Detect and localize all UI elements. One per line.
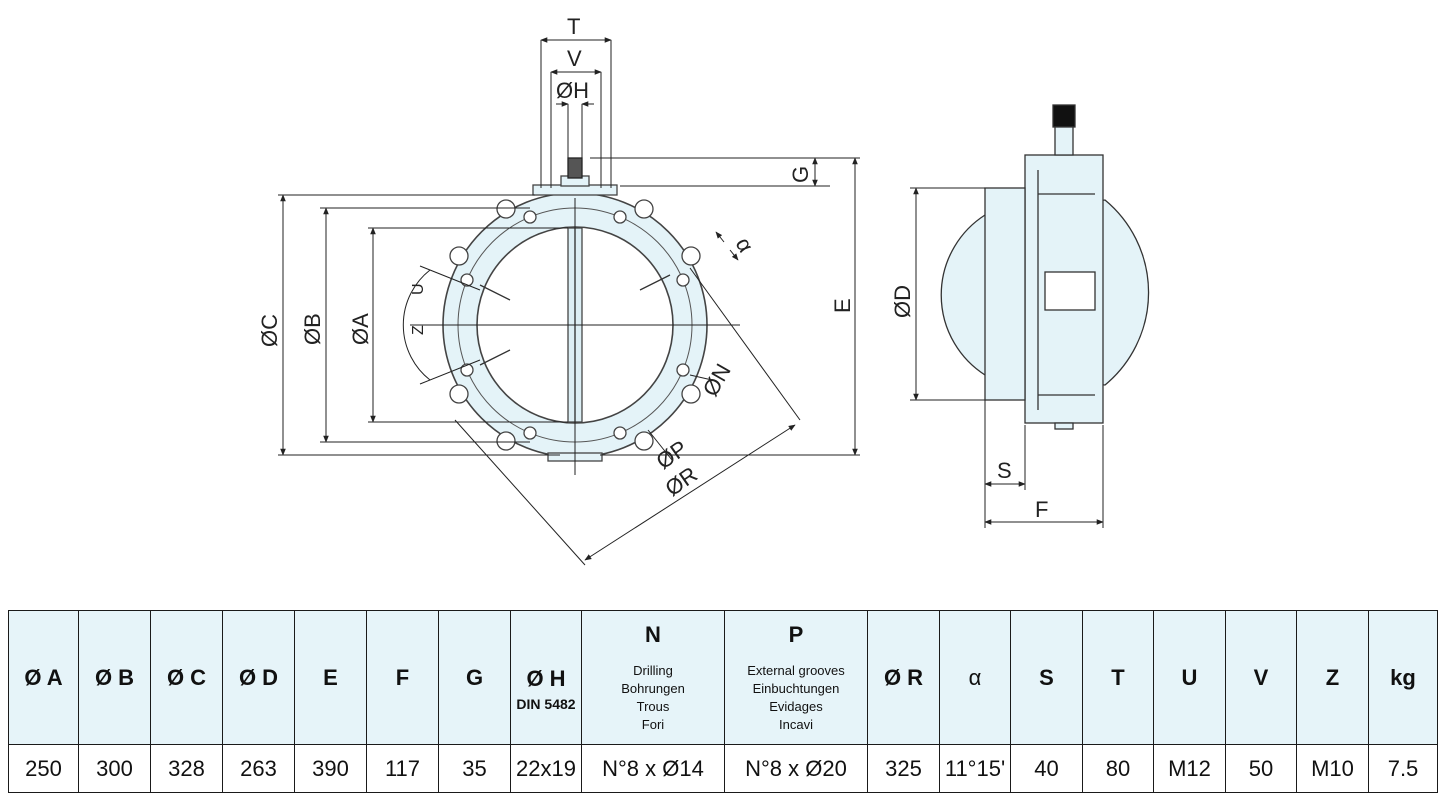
label-C: ØC xyxy=(257,314,282,347)
label-D: ØD xyxy=(890,285,915,318)
cell-A: 250 xyxy=(8,744,79,793)
header-B: Ø B xyxy=(78,610,151,745)
cell-R: 325 xyxy=(867,744,940,793)
valve-technical-drawing: T V ØH G E ØC ØB ØA U Z α ØN ØP ØR ØD xyxy=(257,14,1150,566)
header-P: P External grooves Einbuchtungen Evidage… xyxy=(724,610,868,745)
label-S: S xyxy=(997,458,1012,483)
cell-S: 40 xyxy=(1010,744,1083,793)
header-N-line: Bohrungen xyxy=(621,680,685,696)
cell-G: 35 xyxy=(438,744,511,793)
label-T: T xyxy=(567,14,580,39)
label-G: G xyxy=(788,166,813,183)
header-H-sub: DIN 5482 xyxy=(516,695,576,712)
label-A: ØA xyxy=(348,313,373,345)
cell-P: N°8 x Ø20 xyxy=(724,744,868,793)
header-V: V xyxy=(1225,610,1297,745)
side-labels: ØD S F xyxy=(890,285,1048,522)
header-H: Ø H DIN 5482 xyxy=(510,610,582,745)
header-P-line: External grooves xyxy=(747,662,845,678)
header-P-line: Einbuchtungen xyxy=(752,680,840,696)
header-P-line: Incavi xyxy=(779,716,813,732)
header-S: S xyxy=(1010,610,1083,745)
front-dimensions xyxy=(278,37,860,566)
cell-alpha: 11°15' xyxy=(939,744,1011,793)
label-F: F xyxy=(1035,497,1048,522)
cell-E: 390 xyxy=(294,744,367,793)
label-H: ØH xyxy=(556,78,589,103)
header-N-title: N xyxy=(645,621,661,647)
header-H-label: Ø H xyxy=(526,665,566,691)
cell-D: 263 xyxy=(222,744,295,793)
side-view xyxy=(940,104,1150,430)
header-F: F xyxy=(366,610,439,745)
cell-U: M12 xyxy=(1153,744,1226,793)
header-N: N Drilling Bohrungen Trous Fori xyxy=(581,610,725,745)
label-V: V xyxy=(567,46,582,71)
header-N-line: Trous xyxy=(636,698,670,714)
header-N-line: Drilling xyxy=(633,662,673,678)
header-alpha: α xyxy=(939,610,1011,745)
cell-T: 80 xyxy=(1082,744,1154,793)
header-T: T xyxy=(1082,610,1154,745)
label-E: E xyxy=(830,298,855,313)
header-A: Ø A xyxy=(8,610,79,745)
cell-C: 328 xyxy=(150,744,223,793)
header-G: G xyxy=(438,610,511,745)
header-kg: kg xyxy=(1368,610,1438,745)
label-alpha: α xyxy=(731,233,759,257)
header-U: U xyxy=(1153,610,1226,745)
label-U: U xyxy=(410,283,427,295)
cell-kg: 7.5 xyxy=(1368,744,1438,793)
header-E: E xyxy=(294,610,367,745)
cell-H: 22x19 xyxy=(510,744,582,793)
cell-V: 50 xyxy=(1225,744,1297,793)
header-Z: Z xyxy=(1296,610,1369,745)
header-R: Ø R xyxy=(867,610,940,745)
label-Z: Z xyxy=(410,325,427,335)
specification-table: Ø A Ø B Ø C Ø D E F G Ø H DIN 5482 N Dri… xyxy=(8,610,1438,793)
shaft xyxy=(567,157,583,179)
cell-B: 300 xyxy=(78,744,151,793)
side-shaft xyxy=(1052,104,1076,128)
cell-F: 117 xyxy=(366,744,439,793)
table-row: 250 300 328 263 390 117 35 22x19 N°8 x Ø… xyxy=(8,744,1438,793)
header-D: Ø D xyxy=(222,610,295,745)
bolt-holes xyxy=(460,210,690,440)
cell-N: N°8 x Ø14 xyxy=(581,744,725,793)
label-N: ØN xyxy=(698,359,736,400)
header-N-line: Fori xyxy=(641,716,665,732)
header-P-line: Evidages xyxy=(769,698,823,714)
cell-Z: M10 xyxy=(1296,744,1369,793)
header-C: Ø C xyxy=(150,610,223,745)
side-dimensions xyxy=(910,187,1104,528)
table-header-row: Ø A Ø B Ø C Ø D E F G Ø H DIN 5482 N Dri… xyxy=(8,610,1438,745)
header-P-title: P xyxy=(788,621,804,647)
label-B: ØB xyxy=(300,313,325,345)
front-view xyxy=(410,157,740,475)
